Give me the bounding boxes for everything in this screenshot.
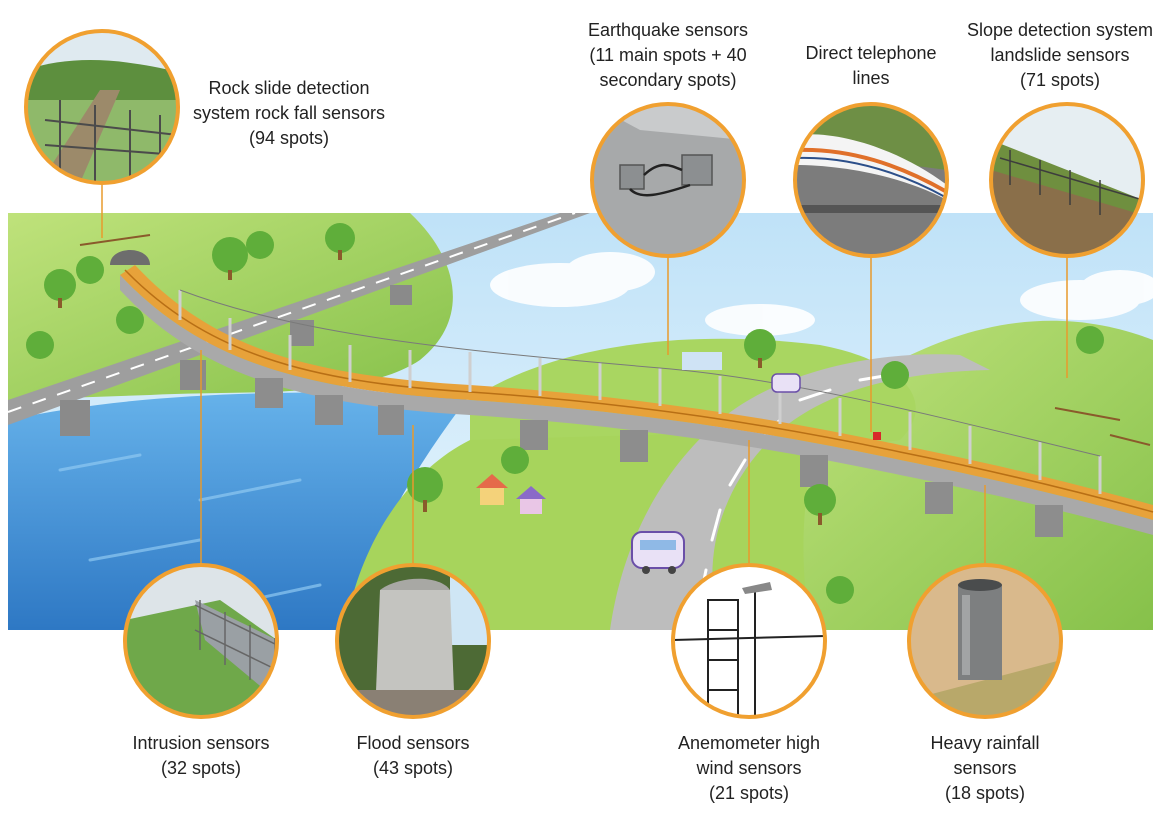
viaduct-piers (255, 378, 1063, 537)
anemometer-photo-callout (671, 563, 827, 719)
telephone-line-2: lines (852, 68, 890, 88)
catenary-poles (178, 290, 1102, 494)
telephone-marker (873, 432, 881, 440)
rain-gauge-photo-callout (907, 563, 1063, 719)
flood-sensor-label: Flood sensors (43 spots) (338, 731, 488, 781)
fence-photo-callout (123, 563, 279, 719)
rockslide-line-2: system rock fall sensors (192, 103, 386, 123)
tunnel-portal (110, 250, 150, 265)
intrusion-line-2: (32 spots) (160, 758, 242, 778)
intrusion-sensor-label: Intrusion sensors (32 spots) (111, 731, 291, 781)
local-road (610, 354, 990, 630)
fence-photo-ring (123, 563, 279, 719)
rainfall-line-2: sensors (953, 758, 1017, 778)
rockslide-line-3: (94 spots) (248, 128, 330, 148)
rainfall-line-3: (18 spots) (944, 783, 1026, 803)
houses (476, 352, 722, 514)
slope-line-1: Slope detection system (966, 20, 1154, 40)
telephone-line-1: Direct telephone (805, 43, 937, 63)
seismometer-photo-callout (590, 102, 746, 258)
rockslide-line-1: Rock slide detection (208, 78, 370, 98)
hsr-viaduct (120, 265, 1153, 520)
rainfall-sensor-label: Heavy rainfall sensors (18 spots) (905, 731, 1065, 806)
intrusion-line-1: Intrusion sensors (132, 733, 270, 753)
train-photo-ring (793, 102, 949, 258)
rock-fall-photo-ring (24, 29, 180, 185)
seismometer-photo-ring (590, 102, 746, 258)
flood-line-2: (43 spots) (372, 758, 454, 778)
slope-line-3: (71 spots) (1019, 70, 1101, 90)
anemometer-line-2: wind sensors (696, 758, 802, 778)
trees (26, 223, 1104, 604)
train-photo-callout (793, 102, 949, 258)
rainfall-line-1: Heavy rainfall (930, 733, 1040, 753)
anemometer-photo-ring (671, 563, 827, 719)
flood-line-1: Flood sensors (356, 733, 470, 753)
landscape-scene (7, 212, 1160, 630)
rock-fall-photo-callout (24, 29, 180, 185)
pier-photo-callout (335, 563, 491, 719)
anemometer-line-3: (21 spots) (708, 783, 790, 803)
earthquake-sensor-label: Earthquake sensors (11 main spots + 40 s… (563, 18, 773, 93)
pier-photo-ring (335, 563, 491, 719)
slope-photo-callout (989, 102, 1145, 258)
earthquake-line-2: (11 main spots + 40 (589, 45, 747, 65)
anemometer-sensor-label: Anemometer high wind sensors (21 spots) (659, 731, 839, 806)
anemometer-line-1: Anemometer high (677, 733, 821, 753)
slope-sensor-label: Slope detection system landslide sensors… (957, 18, 1163, 93)
rockslide-sensor-label: Rock slide detection system rock fall se… (178, 76, 400, 151)
slope-line-2: landslide sensors (990, 45, 1130, 65)
highway-bridge (8, 213, 590, 425)
earthquake-line-3: secondary spots) (599, 70, 737, 90)
river (8, 392, 470, 630)
clouds (490, 252, 1160, 336)
bus-large (631, 531, 685, 574)
slope-photo-ring (989, 102, 1145, 258)
earthquake-line-1: Earthquake sensors (587, 20, 749, 40)
bus-small (771, 373, 801, 393)
rain-gauge-photo-ring (907, 563, 1063, 719)
leader-lines (101, 183, 1068, 565)
telephone-line-label: Direct telephone lines (786, 41, 956, 91)
